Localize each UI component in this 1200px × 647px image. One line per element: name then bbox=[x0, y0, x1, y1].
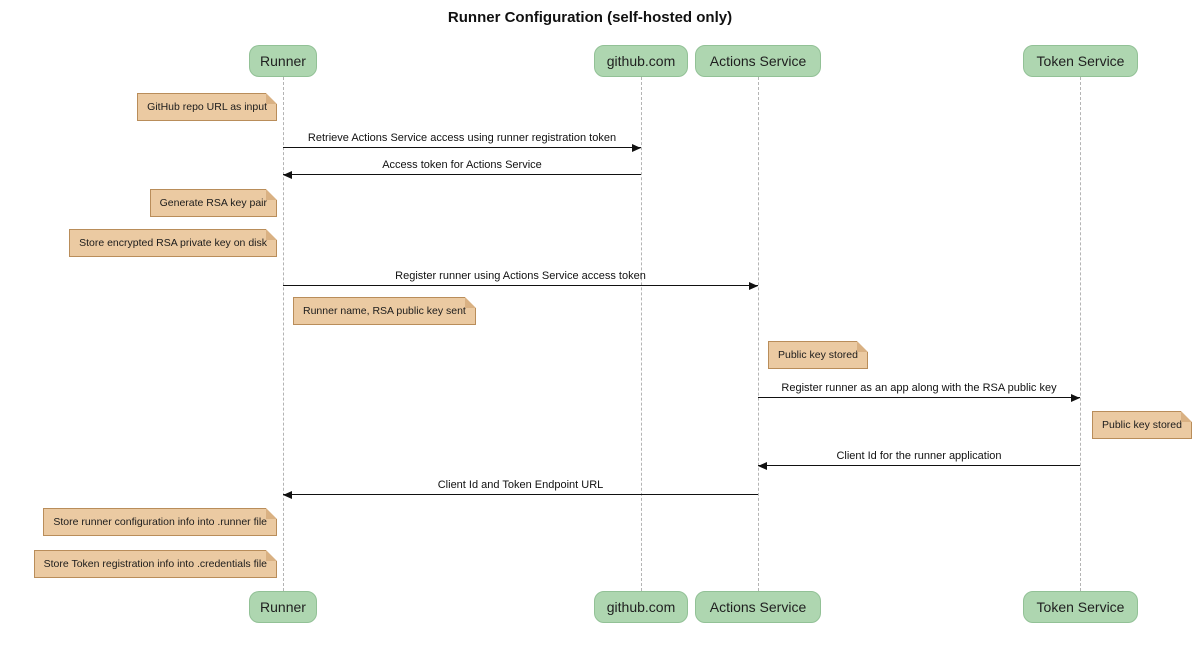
message-label: Retrieve Actions Service access using ru… bbox=[307, 132, 617, 144]
message-register-app: Register runner as an app along with the… bbox=[758, 382, 1080, 402]
message-line bbox=[283, 171, 641, 179]
note-text: Public key stored bbox=[778, 349, 858, 361]
arrowhead-left-icon bbox=[758, 462, 767, 470]
note-fold bbox=[856, 341, 868, 352]
note-text: Generate RSA key pair bbox=[159, 197, 267, 209]
arrowhead-right-icon bbox=[632, 144, 641, 152]
message-access-token: Access token for Actions Service bbox=[283, 159, 641, 179]
note-text: GitHub repo URL as input bbox=[147, 101, 267, 113]
note-text: Runner name, RSA public key sent bbox=[303, 305, 466, 317]
participant-runner-top: Runner bbox=[249, 45, 317, 77]
lifeline-token bbox=[1080, 77, 1081, 591]
participant-runner-bottom: Runner bbox=[249, 591, 317, 623]
note-generate-rsa: Generate RSA key pair bbox=[149, 189, 277, 217]
message-line bbox=[758, 394, 1080, 402]
note-text: Store Token registration info into .cred… bbox=[43, 558, 267, 570]
arrowhead-right-icon bbox=[1071, 394, 1080, 402]
message-line bbox=[758, 462, 1080, 470]
message-label: Register runner as an app along with the… bbox=[781, 382, 1057, 394]
lifeline-github bbox=[641, 77, 642, 591]
note-github-repo-url: GitHub repo URL as input bbox=[137, 93, 277, 121]
message-label: Access token for Actions Service bbox=[382, 159, 542, 171]
arrowhead-right-icon bbox=[749, 282, 758, 290]
message-label: Register runner using Actions Service ac… bbox=[395, 270, 646, 282]
message-register-runner: Register runner using Actions Service ac… bbox=[283, 270, 758, 290]
note-fold bbox=[266, 550, 277, 561]
diagram-title: Runner Configuration (self-hosted only) bbox=[447, 9, 733, 26]
message-client-id: Client Id for the runner application bbox=[758, 450, 1080, 470]
note-store-runner-file: Store runner configuration info into .ru… bbox=[43, 508, 277, 536]
note-fold bbox=[266, 189, 277, 200]
note-fold bbox=[266, 508, 277, 519]
arrowhead-left-icon bbox=[283, 171, 292, 179]
message-retrieve-access: Retrieve Actions Service access using ru… bbox=[283, 132, 641, 152]
participant-actions-top: Actions Service bbox=[695, 45, 821, 77]
note-public-key-stored-token: Public key stored bbox=[1092, 411, 1192, 439]
note-fold bbox=[464, 297, 476, 308]
lifeline-runner bbox=[283, 77, 284, 591]
participant-github-bottom: github.com bbox=[594, 591, 688, 623]
note-fold bbox=[1180, 411, 1192, 422]
message-line bbox=[283, 282, 758, 290]
note-fold bbox=[266, 229, 277, 240]
message-line bbox=[283, 144, 641, 152]
participant-github-top: github.com bbox=[594, 45, 688, 77]
note-store-credentials-file: Store Token registration info into .cred… bbox=[33, 550, 277, 578]
message-label: Client Id for the runner application bbox=[836, 450, 1002, 462]
note-runner-name-sent: Runner name, RSA public key sent bbox=[293, 297, 476, 325]
participant-token-bottom: Token Service bbox=[1023, 591, 1138, 623]
note-fold bbox=[266, 93, 277, 104]
note-public-key-stored-actions: Public key stored bbox=[768, 341, 868, 369]
participant-token-top: Token Service bbox=[1023, 45, 1138, 77]
note-text: Store runner configuration info into .ru… bbox=[53, 516, 267, 528]
message-label: Client Id and Token Endpoint URL bbox=[437, 479, 604, 491]
note-text: Public key stored bbox=[1102, 419, 1182, 431]
note-text: Store encrypted RSA private key on disk bbox=[79, 237, 267, 249]
message-client-id-endpoint: Client Id and Token Endpoint URL bbox=[283, 479, 758, 499]
arrowhead-left-icon bbox=[283, 491, 292, 499]
participant-actions-bottom: Actions Service bbox=[695, 591, 821, 623]
note-store-private-key: Store encrypted RSA private key on disk bbox=[69, 229, 277, 257]
message-line bbox=[283, 491, 758, 499]
lifeline-actions bbox=[758, 77, 759, 591]
